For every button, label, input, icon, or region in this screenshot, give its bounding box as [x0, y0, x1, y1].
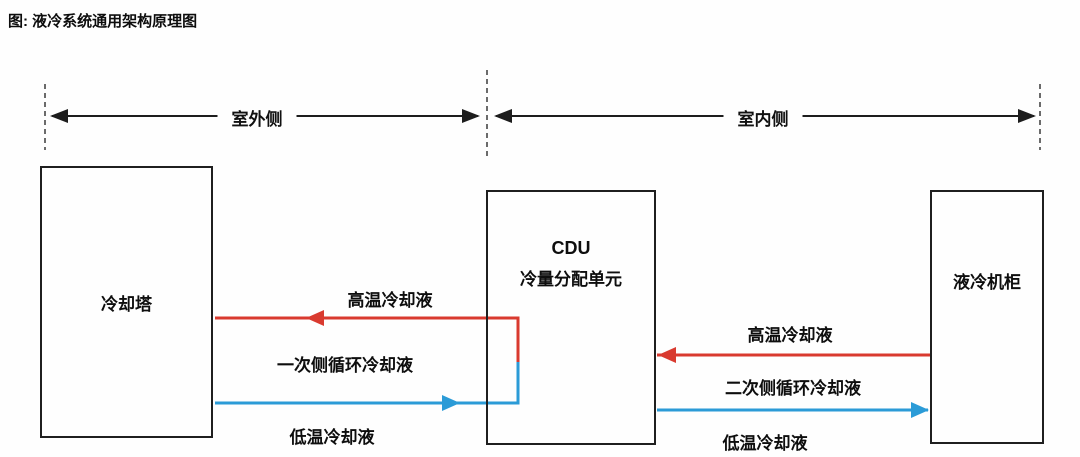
zone-label-indoor: 室内侧 [723, 105, 803, 130]
zone-label-outdoor: 室外侧 [217, 105, 297, 130]
secondary-hot-arrowhead-icon [658, 347, 676, 363]
cdu-title-label: CDU [551, 238, 591, 258]
secondary-hot-coolant-label: 高温冷却液 [747, 326, 833, 345]
primary-cold-coolant-label: 低温冷却液 [289, 428, 375, 447]
primary-hot-coolant-label: 高温冷却液 [347, 291, 433, 310]
cdu-box: CDU 冷量分配单元 [486, 190, 656, 445]
primary-loop-label: 一次侧循环冷却液 [277, 356, 413, 375]
diagram-title: 图: 液冷系统通用架构原理图 [8, 13, 198, 30]
outdoor-right-arrowhead-icon [462, 109, 480, 123]
indoor-left-arrowhead-icon [494, 109, 512, 123]
primary-hot-arrowhead-icon [306, 310, 324, 326]
secondary-loop-label: 二次侧循环冷却液 [725, 379, 861, 398]
secondary-cold-arrowhead-icon [911, 402, 929, 418]
cabinet-label: 液冷机柜 [953, 273, 1021, 292]
primary-cold-arrowhead-icon [442, 395, 460, 411]
indoor-right-arrowhead-icon [1018, 109, 1036, 123]
outdoor-left-arrowhead-icon [50, 109, 68, 123]
cooling-tower-label: 冷却塔 [101, 294, 152, 314]
primary-cold-line [215, 362, 520, 405]
liquid-cooling-cabinet-box: 液冷机柜 [930, 190, 1044, 444]
cdu-subtitle-label: 冷量分配单元 [520, 270, 622, 289]
cooling-tower-box: 冷却塔 [40, 166, 213, 438]
secondary-cold-coolant-label: 低温冷却液 [722, 434, 808, 453]
